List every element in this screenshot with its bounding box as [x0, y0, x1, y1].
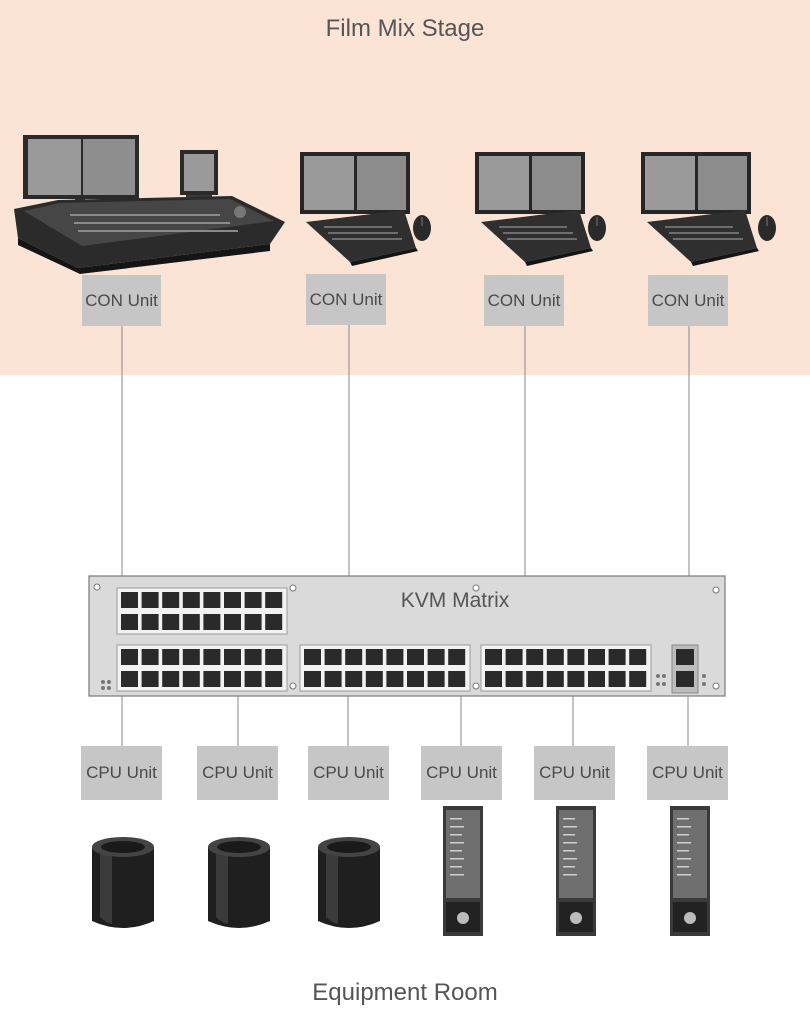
rj45-port — [203, 649, 221, 665]
rj45-port — [182, 592, 200, 608]
rj45-port — [224, 592, 241, 608]
rj45-port — [121, 671, 138, 687]
rj45-port — [505, 649, 523, 665]
rj45-port — [224, 614, 241, 630]
cpu-unit-box-1: CPU Unit — [81, 746, 162, 800]
con-unit-box-1: CON Unit — [82, 275, 161, 326]
rj45-port — [304, 649, 321, 665]
mixing-console-icon — [14, 135, 285, 274]
cylinder-computer-icon-2 — [208, 837, 270, 928]
con-unit-box-3: CON Unit — [484, 275, 564, 326]
rj45-port — [407, 649, 424, 665]
rj45-port — [182, 649, 200, 665]
rj45-port — [121, 592, 138, 608]
audio-interface-tower-icon-2 — [556, 806, 596, 936]
rj45-port — [629, 671, 647, 687]
rj45-port — [304, 671, 321, 687]
rj45-port — [182, 671, 200, 687]
rj45-port — [244, 649, 262, 665]
rj45-port — [345, 671, 363, 687]
cpu-unit-box-2: CPU Unit — [197, 746, 278, 800]
rj45-port — [141, 649, 159, 665]
con-unit-box-2: CON Unit — [306, 274, 386, 325]
rj45-port — [244, 592, 262, 608]
rj45-port — [244, 671, 262, 687]
cpu-unit-box-3: CPU Unit — [308, 746, 389, 800]
cpu-unit-box-4: CPU Unit — [421, 746, 502, 800]
rj45-port — [448, 671, 466, 687]
kvm-matrix-chassis — [88, 575, 726, 697]
rj45-port — [567, 671, 585, 687]
audio-interface-tower-icon-1 — [443, 806, 483, 936]
laptop-workstation-icon-1 — [300, 152, 431, 266]
cpu-unit-box-5: CPU Unit — [534, 746, 615, 800]
cpu-unit-box-6: CPU Unit — [647, 746, 728, 800]
rj45-port — [485, 671, 502, 687]
rj45-port — [526, 671, 544, 687]
rj45-port — [567, 649, 585, 665]
rj45-port — [526, 649, 544, 665]
rj45-port — [203, 592, 221, 608]
rj45-port — [162, 649, 180, 665]
rj45-port — [427, 649, 445, 665]
rj45-port — [546, 671, 564, 687]
rj45-port — [265, 649, 283, 665]
rj45-port — [485, 649, 502, 665]
rj45-port — [265, 614, 283, 630]
rj45-port — [203, 614, 221, 630]
laptop-workstation-icon-3 — [641, 152, 776, 266]
rj45-port — [224, 671, 241, 687]
rj45-port — [629, 649, 647, 665]
con-unit-box-4: CON Unit — [648, 275, 728, 326]
film-mix-stage-title: Film Mix Stage — [325, 15, 485, 42]
rj45-port — [121, 614, 138, 630]
rj45-port — [365, 671, 383, 687]
rj45-port — [588, 671, 605, 687]
rj45-port — [324, 649, 342, 665]
rj45-port — [162, 671, 180, 687]
rj45-port — [182, 614, 200, 630]
rj45-port — [141, 614, 159, 630]
rj45-port — [386, 671, 404, 687]
cylinder-computer-icon-1 — [92, 837, 154, 928]
rj45-port — [203, 671, 221, 687]
equipment-room-title: Equipment Room — [312, 979, 498, 1006]
connection-lines — [121, 325, 690, 746]
rj45-port — [345, 649, 363, 665]
rj45-port — [608, 649, 626, 665]
rj45-port — [265, 592, 283, 608]
rj45-port — [386, 649, 404, 665]
cylinder-computer-icon-3 — [318, 837, 380, 928]
laptop-workstation-icon-2 — [475, 152, 606, 266]
rj45-port — [121, 649, 138, 665]
rj45-port — [244, 614, 262, 630]
audio-interface-tower-icon-3 — [670, 806, 710, 936]
rj45-port — [224, 649, 241, 665]
rj45-port — [427, 671, 445, 687]
rj45-port — [608, 671, 626, 687]
rj45-port — [162, 614, 180, 630]
rj45-port — [324, 671, 342, 687]
rj45-port — [546, 649, 564, 665]
rj45-port — [365, 649, 383, 665]
rj45-port — [407, 671, 424, 687]
rj45-port — [448, 649, 466, 665]
rj45-port — [588, 649, 605, 665]
rj45-port — [162, 592, 180, 608]
rj45-port — [265, 671, 283, 687]
rj45-port — [505, 671, 523, 687]
kvm-matrix-label: KVM Matrix — [400, 589, 510, 612]
kvm-port-blocks — [116, 587, 652, 692]
rj45-port — [141, 592, 159, 608]
rj45-port — [141, 671, 159, 687]
